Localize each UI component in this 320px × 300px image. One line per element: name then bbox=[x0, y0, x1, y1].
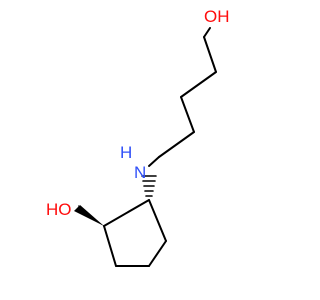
atom-label-oh-top: OH bbox=[204, 7, 230, 26]
bond-ring-ca-cd bbox=[148, 199, 167, 242]
bond-c5-o bbox=[203, 27, 211, 38]
bond-c4-c5 bbox=[203, 36, 217, 73]
atom-label-nh-h: H bbox=[120, 143, 132, 162]
bond-c3-c4 bbox=[180, 71, 217, 98]
bond-ring-cd-ce bbox=[148, 240, 167, 267]
bold-wedge-bond-body bbox=[74, 205, 104, 226]
atom-label-ho-left: HO bbox=[46, 200, 72, 219]
atom-label-n: N bbox=[134, 163, 146, 182]
bond-n-c1 bbox=[148, 156, 160, 167]
bond-ring-cb-ca bbox=[103, 199, 150, 227]
chemical-structure-diagram: OH H N HO bbox=[46, 7, 230, 267]
bond-c1-c2 bbox=[158, 131, 195, 158]
bond-c2-c3 bbox=[180, 96, 195, 133]
hashed-wedge-bond-to-n bbox=[141, 175, 157, 197]
structure-canvas: OH H N HO bbox=[46, 7, 230, 267]
bond-ring-cf-cb bbox=[103, 225, 117, 267]
